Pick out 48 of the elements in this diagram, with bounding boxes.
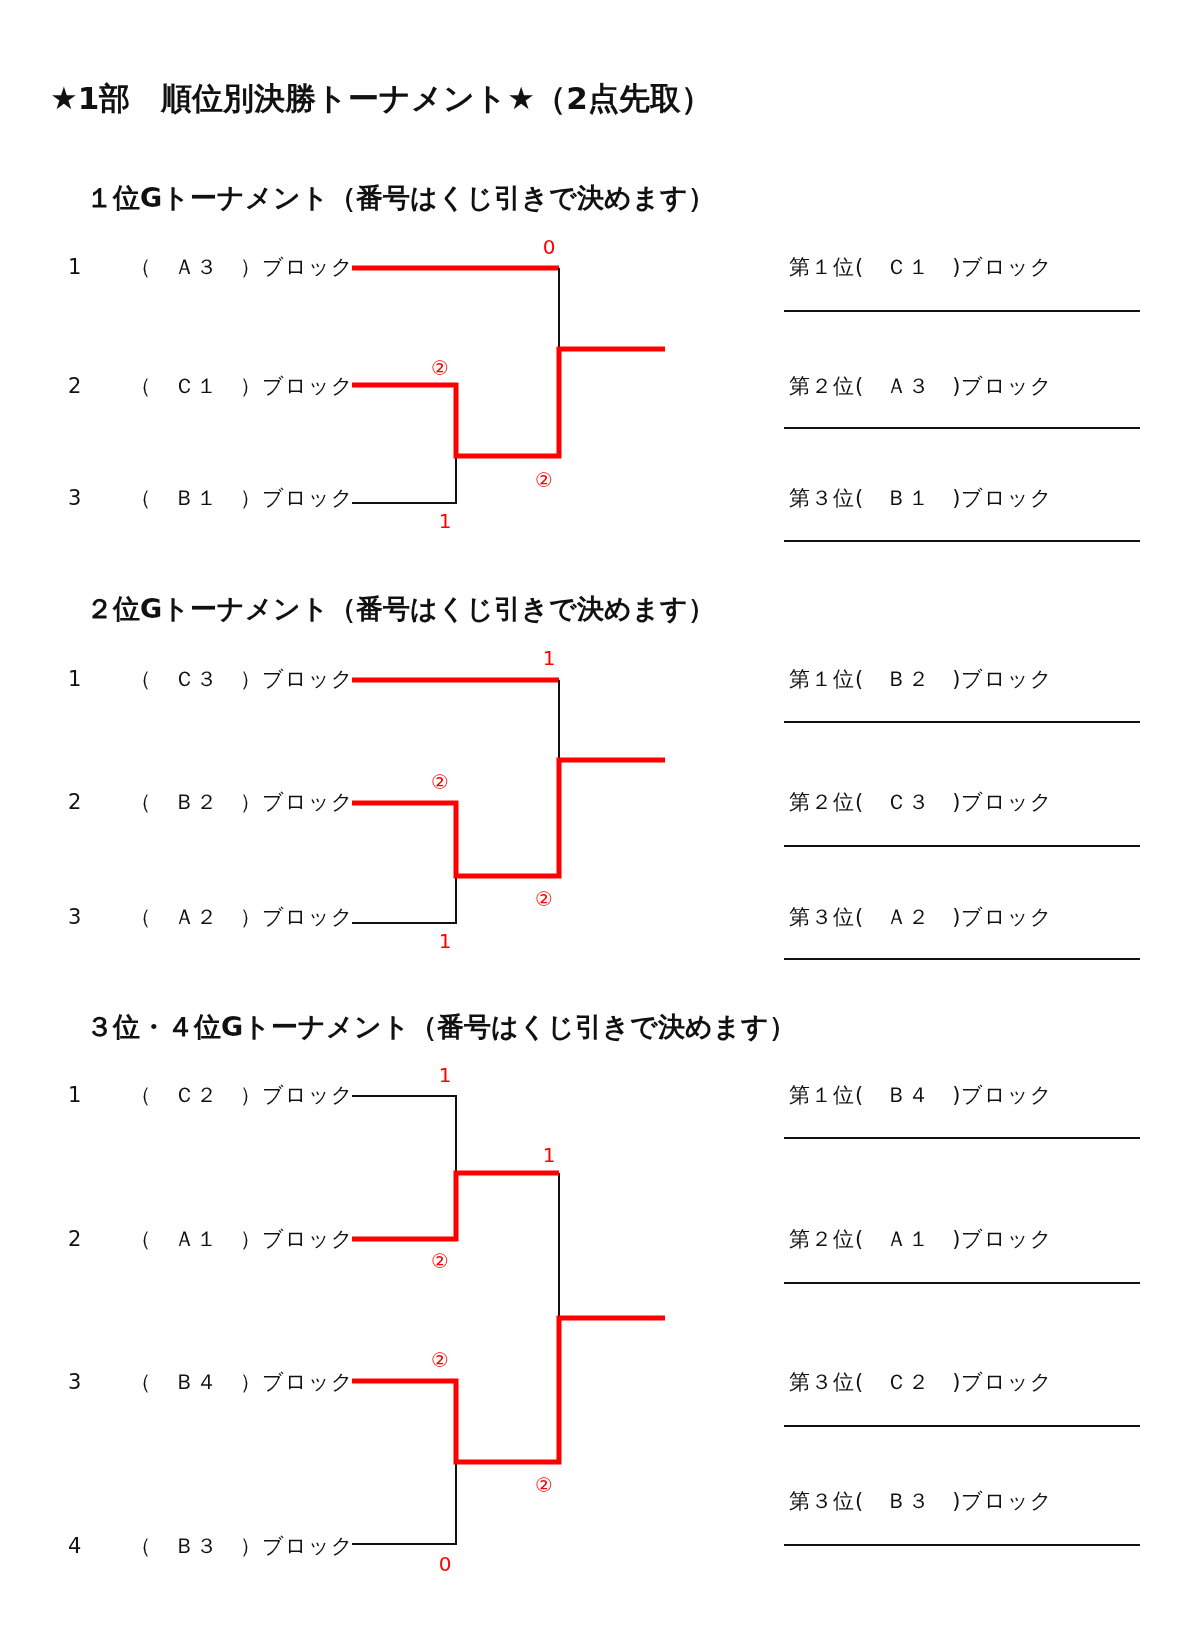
team-entry: （ Ｂ４ ）ブロック (130, 1371, 354, 1393)
team-entry: （ Ｃ３ ）ブロック (130, 668, 354, 690)
score-label: 1 (542, 1145, 556, 1165)
seed-number: 1 (68, 1084, 82, 1106)
score-label: 0 (438, 1554, 452, 1574)
score-label: ② (431, 772, 449, 792)
section-heading: ３位・４位Gトーナメント（番号はくじ引きで決めます） (86, 1012, 797, 1040)
placement-result: 第３位( Ａ２ )ブロック (789, 906, 1054, 928)
team-entry: （ Ａ３ ）ブロック (130, 256, 354, 278)
team-entry: （ Ａ１ ）ブロック (130, 1228, 354, 1250)
placement-result: 第３位( Ｂ３ )ブロック (789, 1490, 1054, 1512)
seed-number: 2 (68, 791, 82, 813)
team-entry: （ Ａ２ ）ブロック (130, 906, 354, 928)
placement-result: 第３位( Ｃ２ )ブロック (789, 1371, 1054, 1393)
score-label: 1 (438, 1065, 452, 1085)
placement-result: 第１位( Ｂ２ )ブロック (789, 668, 1054, 690)
team-entry: （ Ｂ１ ）ブロック (130, 487, 354, 509)
placement-result: 第３位( Ｂ１ )ブロック (789, 487, 1054, 509)
page-title: ★1部 順位別決勝トーナメント★（2点先取） (50, 82, 712, 114)
seed-number: 1 (68, 256, 82, 278)
placement-result: 第２位( Ａ１ )ブロック (789, 1228, 1054, 1250)
team-entry: （ Ｃ１ ）ブロック (130, 375, 354, 397)
seed-number: 3 (68, 906, 82, 928)
score-label: ② (535, 470, 553, 490)
seed-number: 1 (68, 668, 82, 690)
score-label: ② (535, 889, 553, 909)
placement-result: 第２位( Ａ３ )ブロック (789, 375, 1054, 397)
placement-result: 第１位( Ｂ４ )ブロック (789, 1084, 1054, 1106)
score-label: 0 (542, 237, 556, 257)
team-entry: （ Ｃ２ ）ブロック (130, 1084, 354, 1106)
section-heading: ２位Gトーナメント（番号はくじ引きで決めます） (86, 594, 716, 622)
score-label: 1 (542, 648, 556, 668)
seed-number: 2 (68, 1228, 82, 1250)
team-entry: （ Ｂ３ ）ブロック (130, 1535, 354, 1557)
score-label: ② (431, 1350, 449, 1370)
score-label: ② (431, 358, 449, 378)
seed-number: 4 (68, 1535, 82, 1557)
score-label: 1 (438, 511, 452, 531)
section-heading: １位Gトーナメント（番号はくじ引きで決めます） (86, 183, 716, 211)
placement-result: 第２位( Ｃ３ )ブロック (789, 791, 1054, 813)
score-label: ② (431, 1251, 449, 1271)
placement-result: 第１位( Ｃ１ )ブロック (789, 256, 1054, 278)
seed-number: 3 (68, 487, 82, 509)
team-entry: （ Ｂ２ ）ブロック (130, 791, 354, 813)
score-label: 1 (438, 931, 452, 951)
score-label: ② (535, 1475, 553, 1495)
seed-number: 3 (68, 1371, 82, 1393)
seed-number: 2 (68, 375, 82, 397)
